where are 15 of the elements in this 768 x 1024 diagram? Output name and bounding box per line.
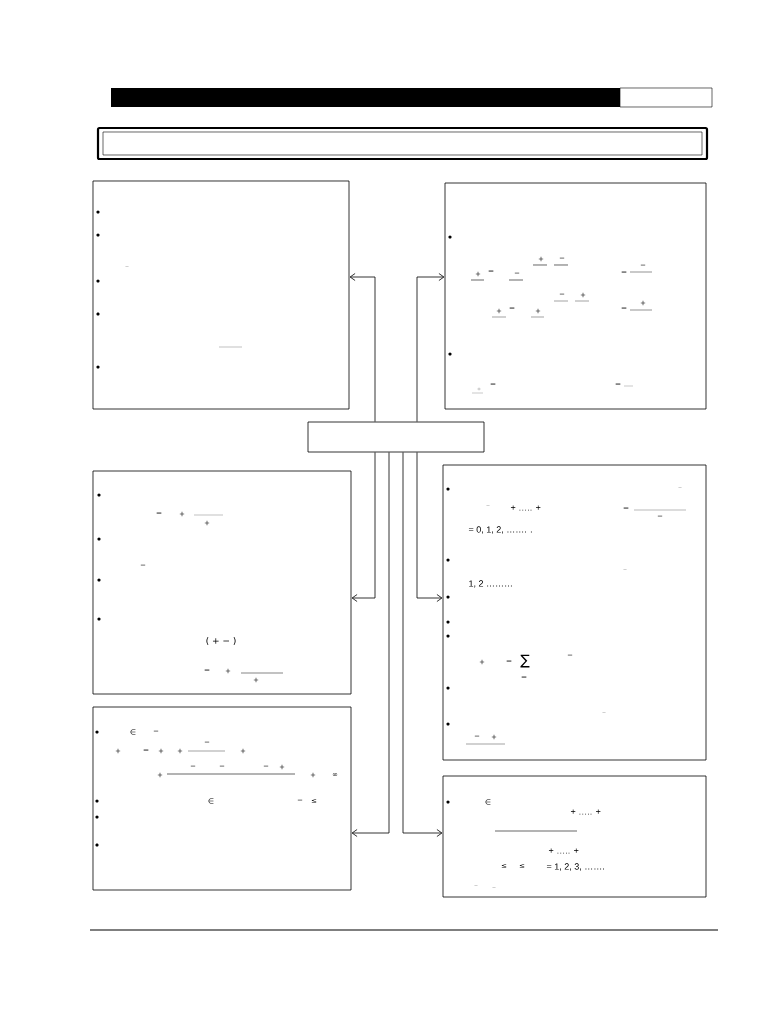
arrow bbox=[402, 452, 443, 837]
arrow bbox=[351, 452, 390, 837]
arrow bbox=[349, 273, 376, 422]
arrow bbox=[416, 452, 443, 602]
arrow bbox=[416, 273, 445, 422]
formula-text: + ….. + bbox=[548, 848, 579, 854]
arrow bbox=[351, 452, 376, 602]
formula-text: ( + − ) bbox=[206, 637, 236, 645]
formula-text: + ….. + bbox=[570, 809, 601, 815]
formula-text: = 1, 2, 3, ……. bbox=[546, 863, 604, 871]
formula-text: 1, 2 ……… bbox=[469, 580, 512, 588]
math-symbol: ∑ bbox=[520, 654, 530, 668]
formula-text: + ….. + bbox=[510, 505, 541, 511]
formula-text: = 0, 1, 2, ……. . bbox=[468, 526, 532, 534]
empty-box bbox=[307, 421, 485, 453]
